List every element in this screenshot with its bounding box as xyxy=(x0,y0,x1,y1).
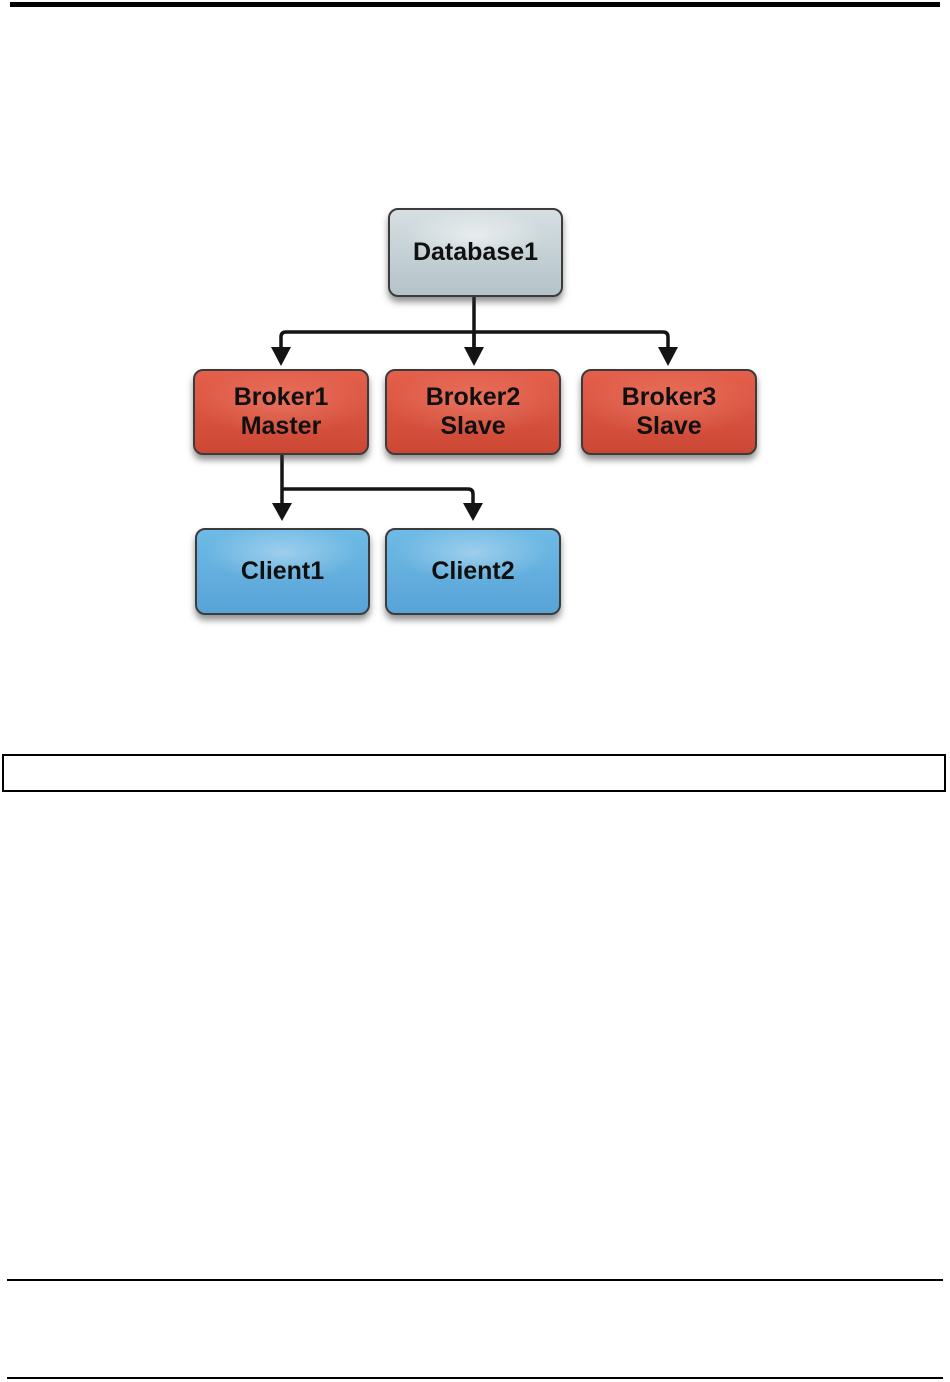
node-label: Broker3 xyxy=(621,383,717,411)
node-label: Broker1 xyxy=(233,383,329,411)
node-sublabel: Slave xyxy=(440,412,506,440)
node-label: Client2 xyxy=(431,557,515,585)
arrowhead-broker2 xyxy=(464,347,484,366)
top-rule-thick xyxy=(10,2,940,7)
arrowhead-client2 xyxy=(463,503,483,521)
arrowhead-broker3 xyxy=(658,347,678,366)
node-database1: Database1 xyxy=(388,208,563,297)
node-label: Broker2 xyxy=(425,383,521,411)
node-client2: Client2 xyxy=(385,528,561,615)
node-label: Database1 xyxy=(412,238,539,266)
replication-topology-diagram: Database1 Broker1 Master Broker2 Slave B… xyxy=(193,208,757,615)
edge-connectors xyxy=(271,297,678,521)
horizontal-rule-upper xyxy=(7,1279,943,1281)
node-sublabel: Master xyxy=(240,412,322,440)
node-sublabel: Slave xyxy=(636,412,702,440)
node-label: Client1 xyxy=(240,557,325,585)
node-client1: Client1 xyxy=(195,528,370,615)
empty-code-block xyxy=(2,754,946,792)
arrowhead-broker1 xyxy=(271,347,291,366)
node-broker2-slave: Broker2 Slave xyxy=(385,369,561,455)
node-broker1-master: Broker1 Master xyxy=(193,369,369,455)
arrowhead-client1 xyxy=(272,503,292,521)
node-broker3-slave: Broker3 Slave xyxy=(581,369,757,455)
edge-broker1-client2-branch xyxy=(282,487,475,503)
horizontal-rule-lower xyxy=(7,1377,943,1379)
